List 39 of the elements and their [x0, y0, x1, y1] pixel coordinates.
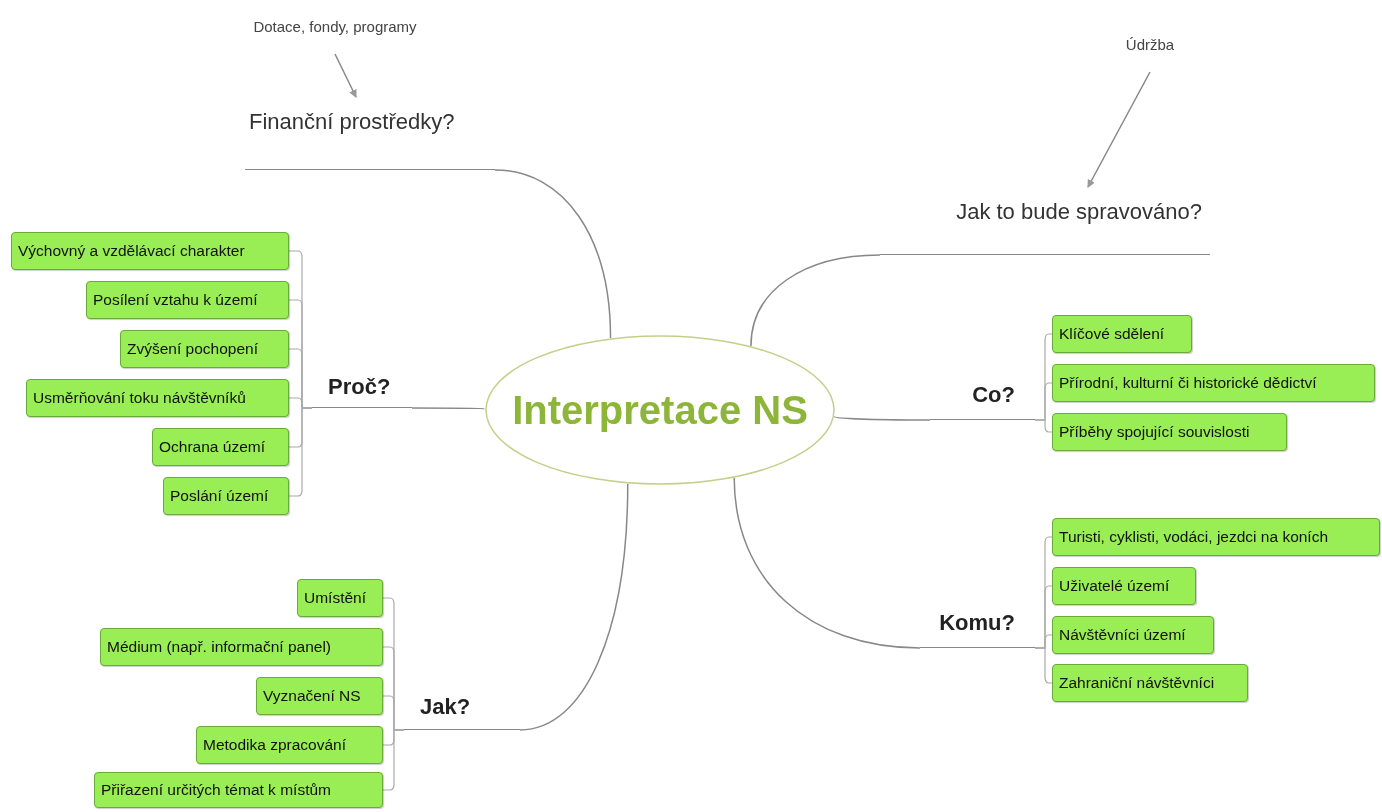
subtopic-box: Umístění	[297, 579, 383, 617]
central-topic-title: Interpretace NS	[512, 387, 808, 433]
connector-line	[411, 407, 486, 410]
topic-heading: Jak to bude spravováno?	[956, 199, 1202, 225]
subtopic-box: Zvýšení pochopení	[120, 330, 289, 368]
note-text: Dotace, fondy, programy	[252, 18, 418, 35]
subtopic-box: Zahraniční návštěvníci	[1052, 664, 1248, 702]
subtopic-box: Klíčové sdělení	[1052, 315, 1192, 353]
connector-line	[1034, 419, 1053, 433]
subtopic-box: Médium (např. informační panel)	[100, 628, 383, 666]
subtopic-box: Poslání území	[163, 477, 289, 515]
topic-heading: Finanční prostředky?	[249, 109, 455, 135]
subtopic-box: Příběhy spojující souvislosti	[1052, 413, 1287, 451]
connector-line	[519, 482, 629, 731]
subtopic-box: Posílení vztahu k území	[86, 281, 289, 319]
subtopic-box: Vyznačení NS	[256, 677, 383, 715]
subtopic-box: Uživatelé území	[1052, 567, 1196, 605]
arrow	[1087, 71, 1151, 188]
branch-heading: Co?	[972, 382, 1015, 408]
connector-line	[833, 415, 931, 421]
subtopic-box: Přírodní, kulturní či historické dědictví	[1052, 364, 1375, 402]
subtopic-box: Turisti, cyklisti, vodáci, jezdci na koních	[1052, 518, 1380, 556]
note-text: Údržba	[1124, 36, 1176, 53]
subtopic-box: Usměrňování toku návštěvníků	[26, 379, 289, 417]
subtopic-box: Metodika zpracování	[196, 726, 383, 764]
connector-line	[750, 254, 881, 347]
subtopic-box: Ochrana území	[152, 428, 289, 466]
connector-line	[1034, 647, 1053, 684]
subtopic-box: Návštěvníci území	[1052, 616, 1214, 654]
connector-line	[494, 169, 612, 339]
branch-heading: Proč?	[328, 374, 391, 400]
branch-heading: Jak?	[420, 694, 471, 720]
connector-line	[382, 729, 405, 791]
subtopic-box: Přiřazení určitých témat k místům	[94, 772, 383, 808]
arrow	[334, 53, 357, 98]
branch-heading: Komu?	[939, 610, 1015, 636]
connector-line	[288, 407, 313, 497]
subtopic-box: Výchovný a vzdělávací charakter	[11, 232, 289, 270]
connector-line	[733, 477, 921, 649]
